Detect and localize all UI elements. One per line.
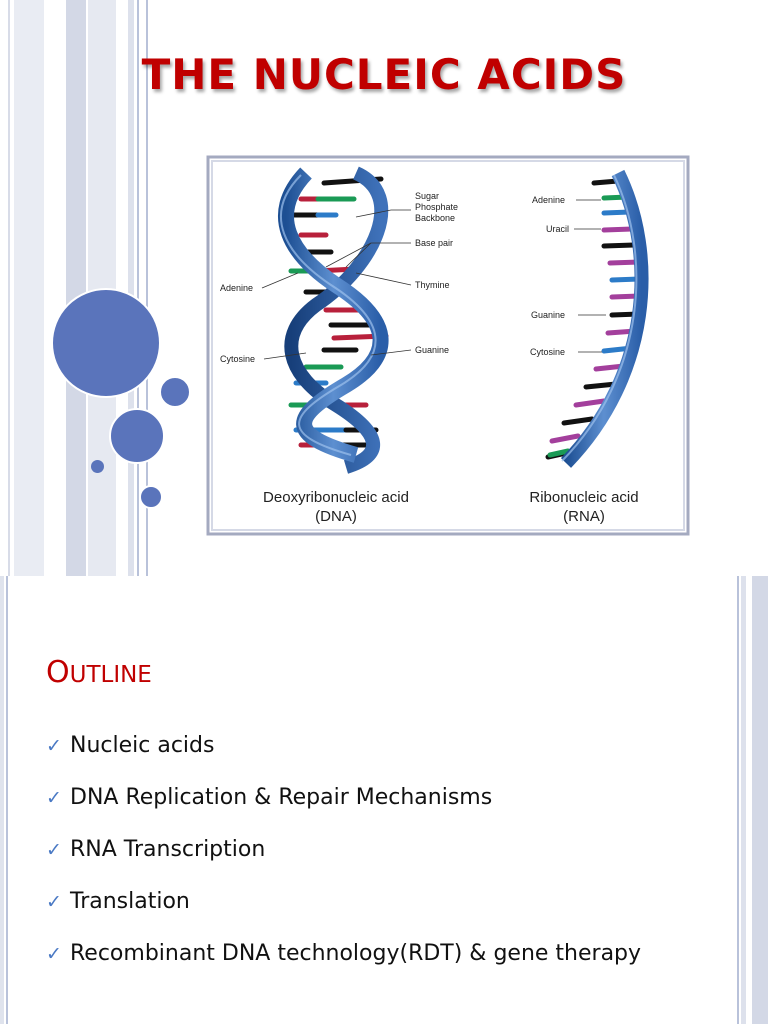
label-cytosine-dna: Cytosine — [220, 354, 255, 364]
rna-strand — [545, 169, 649, 468]
check-icon: ✓ — [46, 943, 62, 965]
decor-circle — [91, 460, 104, 473]
outline-item-label: Nucleic acids — [70, 733, 215, 758]
outline-heading: OUTLINE — [46, 655, 152, 690]
decor-stripe — [6, 576, 8, 1024]
label-uracil: Uracil — [546, 224, 569, 234]
outline-item-label: DNA Replication & Repair Mechanisms — [70, 785, 493, 810]
outline-item-label: Recombinant DNA technology(RDT) & gene t… — [70, 941, 642, 966]
decor-stripe — [44, 0, 66, 576]
decor-stripe — [137, 0, 139, 576]
decor-stripe — [128, 0, 134, 576]
outline-item: ✓ Translation — [46, 878, 686, 926]
decor-stripe — [66, 0, 86, 576]
decor-circle — [139, 485, 163, 509]
decor-stripe — [737, 576, 739, 1024]
outline-item: ✓ Nucleic acids — [46, 722, 686, 770]
label-cytosine-rna: Cytosine — [530, 347, 565, 357]
decor-stripe — [741, 576, 746, 1024]
dna-rna-diagram: Sugar Phosphate Backbone Base pair Adeni… — [206, 155, 690, 536]
outline-item-label: RNA Transcription — [70, 837, 266, 862]
dna-caption-line1: Deoxyribonucleic acid — [263, 489, 409, 506]
decor-stripe — [8, 0, 10, 576]
outline-heading-first: O — [46, 655, 70, 690]
check-icon: ✓ — [46, 735, 62, 757]
label-base-pair: Base pair — [415, 238, 453, 248]
decor-circle — [109, 408, 165, 464]
label-adenine-rna: Adenine — [532, 195, 565, 205]
dna-caption-line2: (DNA) — [315, 508, 357, 525]
check-icon: ✓ — [46, 839, 62, 861]
decor-circle — [51, 288, 161, 398]
decor-stripe — [746, 576, 752, 1024]
label-sugar: Sugar — [415, 191, 439, 201]
slide-2 — [0, 576, 768, 1024]
outline-item-label: Translation — [70, 889, 190, 914]
dna-helix — [278, 166, 389, 474]
decor-stripe — [752, 576, 768, 1024]
slide-title: THE NUCLEIC ACIDS — [141, 50, 627, 99]
outline-item: ✓ RNA Transcription — [46, 826, 686, 874]
label-phosphate: Phosphate — [415, 202, 458, 212]
outline-item: ✓ DNA Replication & Repair Mechanisms — [46, 774, 686, 822]
label-adenine-dna: Adenine — [220, 283, 253, 293]
rna-caption-line2: (RNA) — [563, 508, 605, 525]
label-guanine-rna: Guanine — [531, 310, 565, 320]
decor-circle — [159, 376, 191, 408]
decor-stripe — [146, 0, 148, 576]
label-guanine-dna: Guanine — [415, 345, 449, 355]
label-backbone: Backbone — [415, 213, 455, 223]
decor-stripe — [0, 576, 4, 1024]
outline-heading-rest: UTLINE — [69, 662, 152, 688]
check-icon: ✓ — [46, 787, 62, 809]
nucleic-acid-figure: Sugar Phosphate Backbone Base pair Adeni… — [206, 155, 690, 536]
outline-item: ✓ Recombinant DNA technology(RDT) & gene … — [46, 930, 686, 978]
slide-1: THE NUCLEIC ACIDS — [0, 0, 690, 576]
decor-stripe — [14, 0, 44, 576]
rna-caption-line1: Ribonucleic acid — [529, 489, 638, 506]
check-icon: ✓ — [46, 891, 62, 913]
decor-stripe — [0, 0, 10, 576]
label-thymine: Thymine — [415, 280, 450, 290]
outline-list: ✓ Nucleic acids ✓ DNA Replication & Repair… — [46, 722, 686, 982]
